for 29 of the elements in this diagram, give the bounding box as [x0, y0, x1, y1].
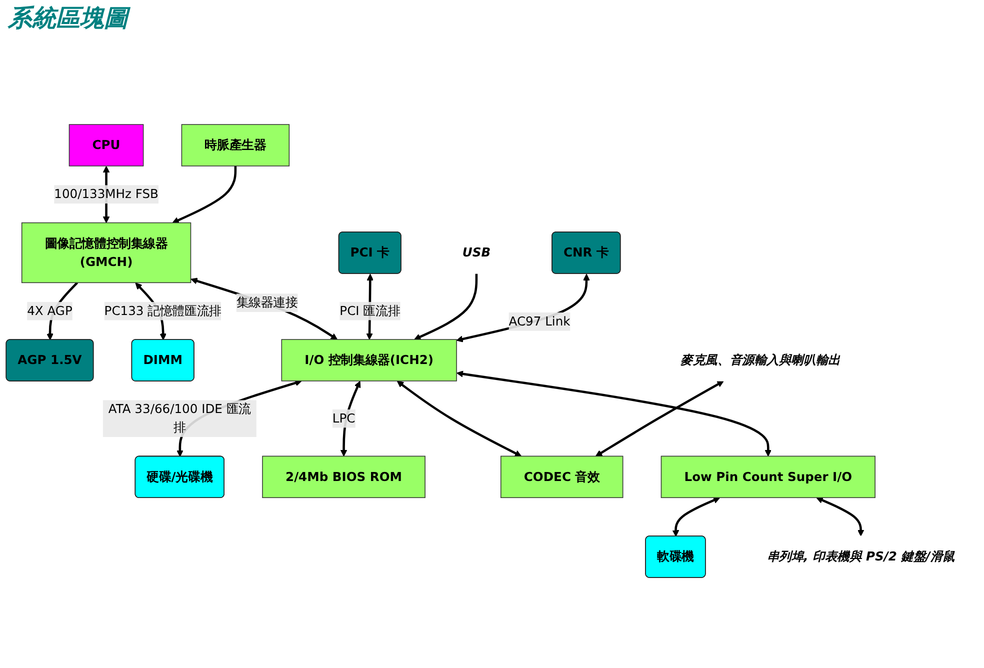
edge-label: PC133 記憶體匯流排: [104, 303, 222, 318]
edge-label: PCI 匯流排: [340, 303, 400, 318]
edge-label: 100/133MHz FSB: [54, 186, 158, 202]
arrow: [816, 497, 864, 536]
edge-label: ATA 33/66/100 IDE 匯流排: [108, 402, 251, 435]
arrow: [672, 497, 720, 537]
node-box: 2/4Mb BIOS ROM: [262, 456, 426, 498]
node-box: Low Pin Count Super I/O: [660, 456, 876, 498]
arrow: [414, 273, 478, 340]
arrow: [595, 380, 724, 456]
edge-label: LPC: [332, 410, 356, 426]
arrow: [340, 380, 361, 456]
edge-label: 4X AGP: [27, 303, 72, 318]
arrow: [456, 274, 590, 342]
node-box: I/O 控制集線器(ICH2): [281, 339, 457, 382]
diagram-title: 系統區塊圖: [8, 2, 128, 34]
arrow: [456, 370, 772, 456]
arrow: [190, 278, 338, 340]
edge-label: 集線器連接: [236, 295, 298, 310]
node-box: CODEC 音效: [500, 456, 624, 498]
node-box: 時脈產生器: [181, 124, 290, 166]
arrow: [172, 166, 237, 224]
node-text: 串列埠, 印表機與 PS/2 鍵盤/滑鼠: [766, 549, 955, 564]
node-box: CPU: [68, 124, 144, 166]
arrow: [396, 380, 522, 456]
node-text: 麥克風、音源輸入與喇叭輸出: [680, 352, 840, 368]
edge-label: AC97 Link: [508, 314, 570, 329]
node-text: USB: [462, 245, 491, 260]
node-box: 圖像記憶體控制集線器 (GMCH): [21, 222, 192, 284]
